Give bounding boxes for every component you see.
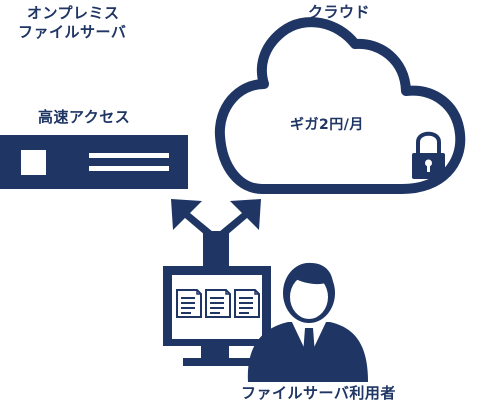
person-icon [247, 262, 368, 382]
fast-access-label: 高速アクセス [38, 108, 131, 126]
document-icon [234, 289, 260, 318]
document-icon [176, 289, 202, 318]
cloud-label: クラウド [308, 3, 371, 21]
onprem-server-label-line2: ファイルサーバ [18, 23, 127, 41]
document-icon [205, 289, 231, 318]
server-icon [0, 135, 188, 189]
cloud-icon [214, 17, 466, 194]
cloud-price-label: ギガ2円/月 [290, 117, 364, 133]
file-server-user-label: ファイルサーバ利用者 [241, 384, 396, 402]
onprem-server-label-line1: オンプレミス [27, 4, 120, 22]
double-arrow-icon [171, 199, 261, 266]
padlock-icon [412, 131, 445, 179]
